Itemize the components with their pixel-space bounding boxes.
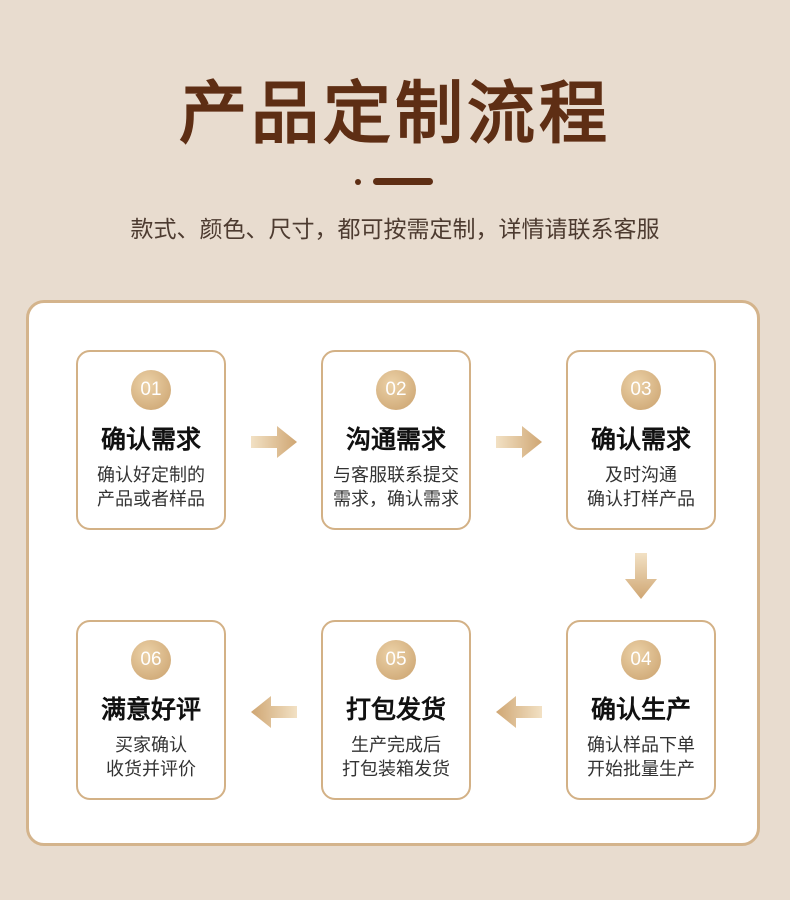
step-card-6: 06 满意好评 买家确认 收货并评价	[76, 620, 226, 800]
page-subtitle: 款式、颜色、尺寸，都可按需定制，详情请联系客服	[130, 217, 660, 243]
step-card-4: 04 确认生产 确认样品下单 开始批量生产	[566, 620, 716, 800]
step-card-1: 01 确认需求 确认好定制的 产品或者样品	[76, 350, 226, 530]
step-title: 确认需求	[100, 425, 201, 454]
step-title: 确认需求	[590, 425, 691, 454]
step-description-line: 需求，确认需求	[333, 489, 459, 510]
step-number-badge: 04	[621, 640, 661, 680]
step-number-badge: 05	[376, 640, 416, 680]
step-title: 沟通需求	[345, 425, 446, 454]
step-number-badge: 03	[621, 370, 661, 410]
step-number-badge: 06	[131, 640, 171, 680]
step-description-line: 产品或者样品	[97, 489, 205, 510]
step-description-line: 打包装箱发货	[342, 759, 450, 780]
step-description-line: 及时沟通	[605, 465, 677, 486]
process-panel: 01 确认需求 确认好定制的 产品或者样品 02 沟通需求 与客服联系提交 需求…	[26, 300, 760, 846]
step-description: 确认样品下单 开始批量生产	[568, 734, 714, 782]
step-description-line: 生产完成后	[351, 735, 441, 756]
step-card-2: 02 沟通需求 与客服联系提交 需求，确认需求	[321, 350, 471, 530]
title-decoration	[355, 178, 435, 186]
step-card-5: 05 打包发货 生产完成后 打包装箱发货	[321, 620, 471, 800]
step-description-line: 确认打样产品	[587, 489, 695, 510]
step-description-line: 确认样品下单	[587, 735, 695, 756]
step-description-line: 开始批量生产	[587, 759, 695, 780]
step-description: 及时沟通 确认打样产品	[568, 464, 714, 512]
step-description-line: 确认好定制的	[97, 465, 205, 486]
page-title: 产品定制流程	[178, 75, 611, 154]
step-description: 确认好定制的 产品或者样品	[78, 464, 224, 512]
step-card-3: 03 确认需求 及时沟通 确认打样产品	[566, 350, 716, 530]
step-number-badge: 01	[131, 370, 171, 410]
arrow-down-icon	[625, 553, 657, 599]
arrow-right-icon	[251, 426, 297, 458]
step-description-line: 买家确认	[115, 735, 187, 756]
step-description-line: 收货并评价	[106, 759, 196, 780]
step-description-line: 与客服联系提交	[333, 465, 459, 486]
arrow-right-icon	[496, 426, 542, 458]
arrow-left-icon	[496, 696, 542, 728]
step-title: 打包发货	[345, 695, 446, 724]
step-description: 生产完成后 打包装箱发货	[323, 734, 469, 782]
decoration-dot	[355, 179, 361, 185]
arrow-left-icon	[251, 696, 297, 728]
step-description: 买家确认 收货并评价	[78, 734, 224, 782]
decoration-bar	[373, 178, 433, 185]
step-title: 满意好评	[100, 695, 201, 724]
step-title: 确认生产	[590, 695, 691, 724]
step-number-badge: 02	[376, 370, 416, 410]
step-description: 与客服联系提交 需求，确认需求	[323, 464, 469, 512]
